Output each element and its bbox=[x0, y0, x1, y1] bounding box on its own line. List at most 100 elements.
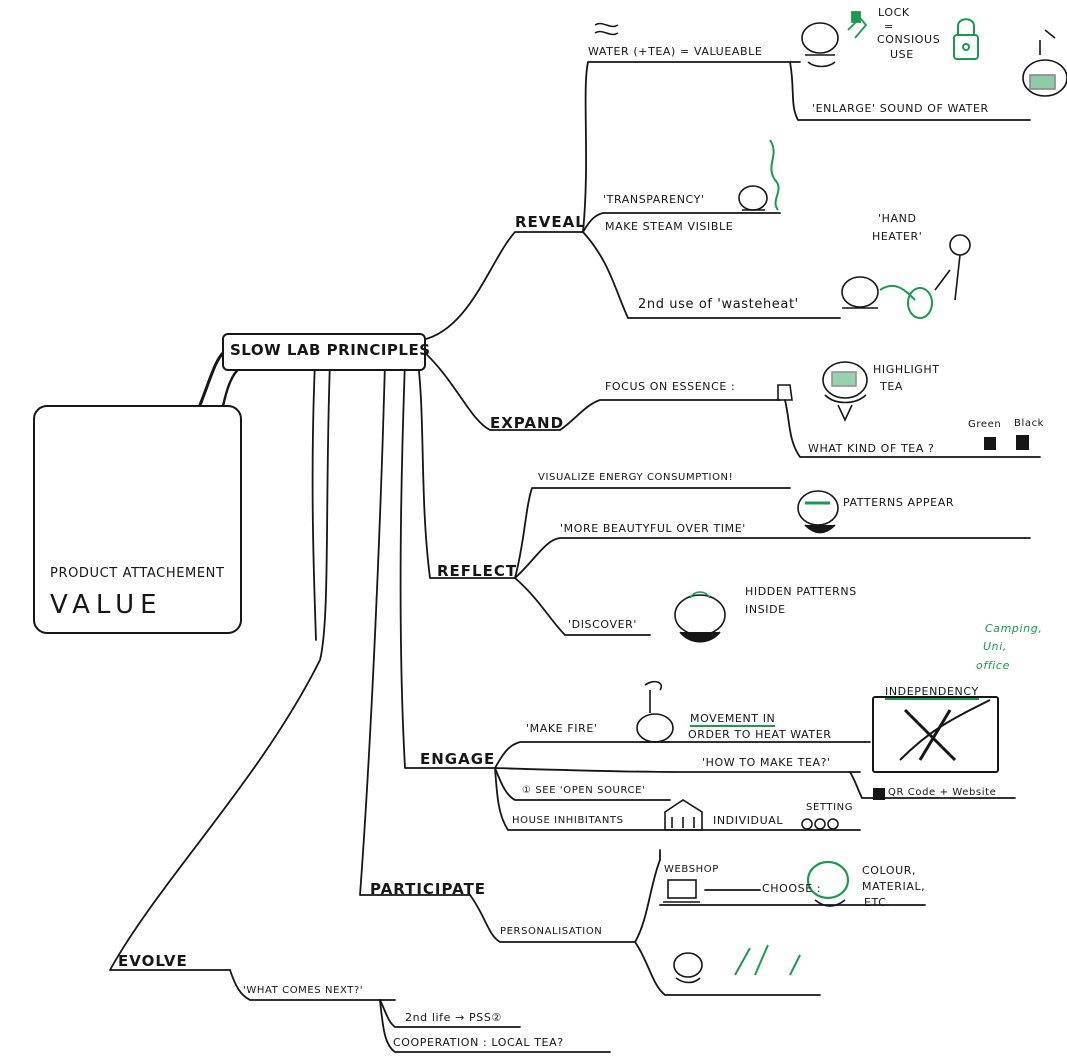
branch-evolve-life bbox=[379, 999, 521, 1028]
branch-evolve-coop bbox=[379, 999, 611, 1053]
participate-colour-3: ETC. bbox=[864, 896, 891, 909]
teapot-icon-fire bbox=[636, 680, 674, 743]
participate-colour-1: COLOUR, bbox=[862, 864, 917, 877]
teapot-icon-choose bbox=[806, 860, 850, 907]
engage-independency: INDEPENDENCY bbox=[885, 685, 979, 700]
branch-waste bbox=[582, 231, 841, 319]
teapot-icon-steam bbox=[738, 139, 780, 211]
branch-engage-howto bbox=[494, 767, 861, 773]
branch-expand-tea bbox=[784, 399, 1041, 458]
engage-movement-2: ORDER TO HEAT WATER bbox=[688, 728, 832, 741]
branch-label-engage: ENGAGE bbox=[420, 750, 496, 768]
reveal-conscious-2: USE bbox=[890, 48, 914, 61]
branch-engage-fire bbox=[494, 741, 871, 769]
value-subtitle: PRODUCT ATTACHEMENT bbox=[50, 566, 225, 581]
branch-line-engage bbox=[399, 361, 496, 769]
participate-choose: CHOOSE : bbox=[762, 882, 822, 895]
reveal-eq: = bbox=[884, 20, 894, 33]
expand-focus: FOCUS ON ESSENCE : bbox=[605, 380, 736, 393]
expand-kind: WHAT KIND OF TEA ? bbox=[808, 442, 935, 455]
branch-expand-up bbox=[559, 399, 781, 431]
house-icon bbox=[664, 799, 703, 831]
evolve-coop: COOPERATION : LOCAL TEA? bbox=[393, 1036, 564, 1049]
branch-engage-house bbox=[494, 767, 861, 831]
arrow-qr bbox=[849, 771, 1016, 799]
branch-label-participate: PARTICIPATE bbox=[370, 880, 487, 898]
reveal-waste: 2nd use of 'wasteheat' bbox=[638, 297, 799, 312]
branch-line-participate bbox=[359, 361, 471, 896]
teapot-icon-water bbox=[801, 22, 839, 68]
reflect-patterns: PATTERNS APPEAR bbox=[843, 496, 955, 509]
branch-line-reflect bbox=[417, 361, 516, 579]
branch-line-evolve bbox=[109, 361, 331, 971]
central-node-label: SLOW LAB PRINCIPLES bbox=[230, 341, 431, 359]
participate-colour-2: MATERIAL, bbox=[862, 880, 926, 893]
value-title: VALUE bbox=[50, 590, 163, 620]
branch-label-reveal: REVEAL bbox=[515, 213, 586, 231]
branch-participate-tools bbox=[634, 941, 821, 996]
branch-participate-web bbox=[634, 849, 661, 943]
reveal-transparency: 'TRANSPARENCY' bbox=[603, 193, 705, 206]
unplugged-icon bbox=[872, 696, 999, 773]
branch-evolve-next bbox=[229, 969, 396, 1001]
reveal-lock: LOCK bbox=[878, 6, 910, 19]
branch-line-evolve-2 bbox=[311, 361, 317, 641]
reflect-energy: VISUALIZE ENERGY CONSUMPTION! bbox=[538, 472, 734, 483]
participate-webshop: WEBSHOP bbox=[664, 864, 719, 875]
branch-label-expand: EXPAND bbox=[490, 414, 565, 432]
reveal-hand-1: 'HAND bbox=[878, 212, 917, 225]
participate-personal: PERSONALISATION bbox=[500, 926, 603, 937]
reveal-steam: MAKE STEAM VISIBLE bbox=[605, 220, 734, 233]
teapot-icon-expand bbox=[777, 361, 868, 422]
branch-transparency bbox=[582, 212, 781, 233]
engage-opensource: ① SEE 'OPEN SOURCE' bbox=[522, 785, 646, 796]
teapot-icon-tools bbox=[673, 944, 801, 984]
expand-green: Green bbox=[968, 419, 1002, 430]
branch-engage-open bbox=[494, 767, 671, 801]
reflect-hidden-1: HIDDEN PATTERNS bbox=[745, 585, 857, 598]
reflect-hidden-2: INSIDE bbox=[745, 603, 786, 616]
engage-house: HOUSE INHIBITANTS bbox=[512, 815, 624, 826]
engage-setting: SETTING bbox=[806, 802, 854, 813]
engage-camping-2: Uni, bbox=[983, 640, 1007, 653]
waves-icon bbox=[594, 22, 619, 36]
reflect-beautiful: 'MORE BEAUTYFUL OVER TIME' bbox=[560, 522, 746, 535]
evolve-life: 2nd life → PSS② bbox=[405, 1011, 502, 1024]
branch-water-sub bbox=[789, 61, 1031, 121]
teapot-icon-discover bbox=[674, 591, 726, 643]
reflect-discover: 'DISCOVER' bbox=[568, 618, 638, 631]
reveal-hand-2: HEATER' bbox=[872, 230, 923, 243]
expand-highlight-2: TEA bbox=[880, 380, 903, 393]
engage-camping-1: Camping, bbox=[985, 622, 1043, 635]
engage-individual: INDIVIDUAL bbox=[713, 814, 784, 827]
reveal-water: WATER (+TEA) = VALUEABLE bbox=[588, 45, 763, 58]
branch-reflect-energy bbox=[514, 487, 791, 579]
engage-howto: 'HOW TO MAKE TEA?' bbox=[702, 756, 831, 769]
lock-icon bbox=[953, 18, 979, 60]
qr-code-icon bbox=[873, 788, 885, 800]
engage-qr: QR Code + Website bbox=[888, 787, 997, 798]
central-node-box bbox=[222, 333, 426, 371]
branch-participate-personal bbox=[469, 894, 636, 943]
expand-highlight-1: HIGHLIGHT bbox=[873, 363, 940, 376]
branch-reflect-beautiful bbox=[514, 537, 1031, 579]
evolve-next: 'WHAT COMES NEXT?' bbox=[243, 985, 364, 996]
branch-label-evolve: EVOLVE bbox=[118, 952, 188, 970]
teapot-icon-sound bbox=[1022, 29, 1067, 97]
tea-swatch-green bbox=[984, 437, 996, 450]
faucet-icon bbox=[847, 11, 868, 39]
branch-reflect-discover bbox=[514, 577, 651, 636]
webshop-laptop-icon bbox=[663, 879, 700, 903]
teapot-icon-waste bbox=[841, 234, 971, 319]
tea-swatch-black bbox=[1016, 435, 1029, 450]
setting-circles bbox=[801, 818, 839, 830]
teapot-icon-reflect bbox=[797, 490, 839, 534]
branch-line-expand bbox=[421, 349, 561, 431]
reveal-sound: 'ENLARGE' SOUND OF WATER bbox=[812, 102, 989, 115]
engage-movement-1: MOVEMENT IN bbox=[690, 712, 776, 727]
branch-label-reflect: REFLECT bbox=[437, 562, 518, 580]
engage-fire: 'MAKE FIRE' bbox=[526, 722, 598, 735]
expand-black: Black bbox=[1014, 418, 1045, 429]
connector-value-central bbox=[198, 350, 226, 407]
